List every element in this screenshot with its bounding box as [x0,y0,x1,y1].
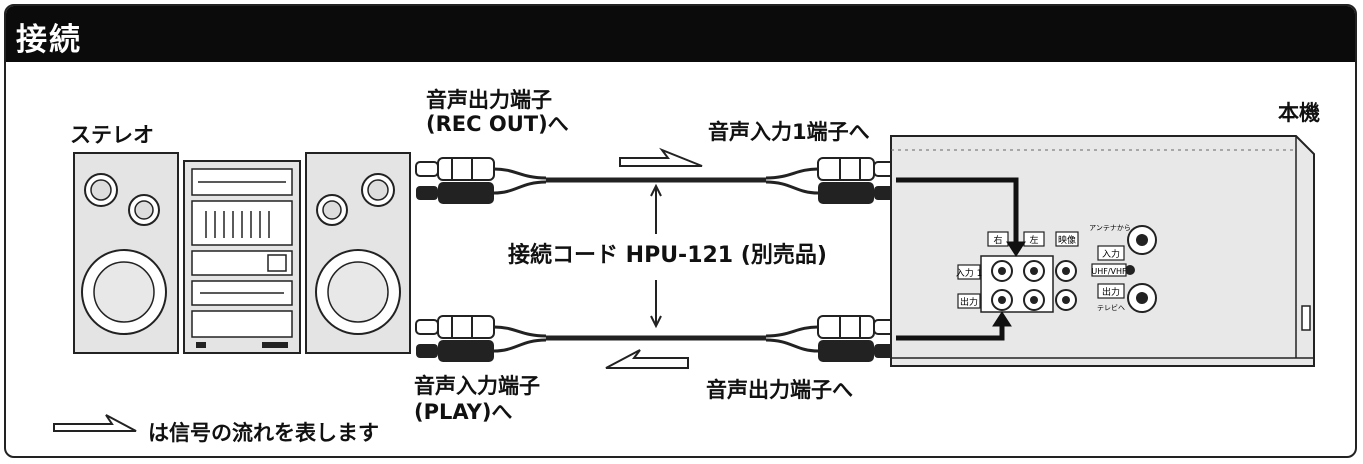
panel-label-video: 映像 [1058,234,1076,246]
page-title: 接続 [16,22,82,58]
panel-label-uhf-vhf: UHF/VHF [1091,267,1127,276]
panel-label-input1: 入力 1 [956,267,983,279]
signal-flow-arrow-right [619,147,703,167]
panel-label-output: 出力 [960,296,978,308]
signal-flow-arrow-left [605,349,689,369]
label-play: (PLAY)へ [414,400,513,424]
vcr-unit-illustration: 入力 1 出力 右 左 映像 アンテナから 入力 UHF/VHF 出力 テレビへ [890,135,1315,367]
top-cable [415,157,897,204]
cord-pointer-lines [650,183,662,329]
panel-label-output2: 出力 [1102,286,1120,298]
label-audio-in1: 音声入力1端子へ [708,120,870,144]
diagram-canvas: 入力 1 出力 右 左 映像 アンテナから 入力 UHF/VHF 出力 テレビへ [53,135,1315,432]
label-rec-out: (REC OUT)へ [426,112,569,136]
title-bar: 接続 [6,6,1355,62]
label-unit: 本機 [1278,101,1320,125]
legend-text: は信号の流れを表します [148,421,379,445]
connection-diagram: 接続 [4,4,1357,458]
panel-label-input: 入力 [1102,248,1120,260]
label-audio-out-terminal: 音声出力端子 [426,88,552,112]
label-audio-out-to: 音声出力端子へ [706,378,853,402]
label-stereo: ステレオ [70,123,154,147]
stereo-illustration [73,152,411,354]
legend-arrow-icon [53,414,137,432]
panel-label-to-tv: テレビへ [1097,303,1125,312]
panel-label-antenna: アンテナから [1089,224,1131,232]
panel-label-right: 右 [993,234,1002,246]
label-audio-in-terminal: 音声入力端子 [414,374,540,398]
panel-label-left: 左 [1029,234,1038,246]
label-cord: 接続コード HPU-121 (別売品) [508,243,827,268]
vcr-connection-arrows [896,177,1026,341]
